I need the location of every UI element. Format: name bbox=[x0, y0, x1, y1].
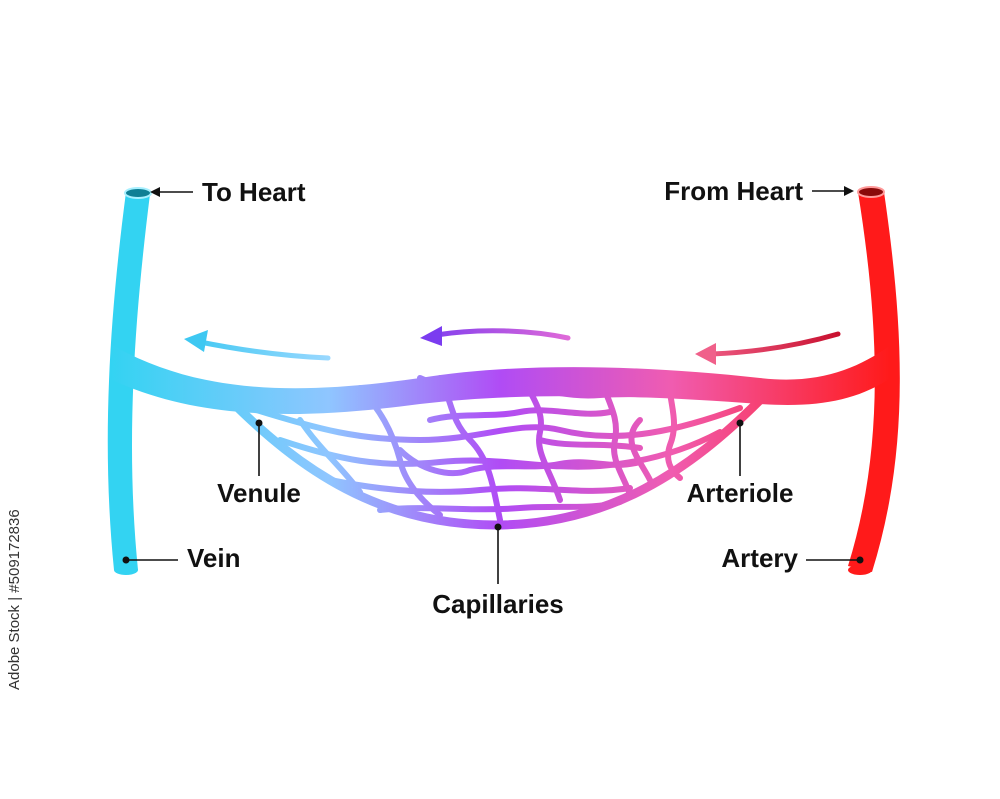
flow-arrow-left bbox=[184, 330, 331, 361]
artery-callout: Artery bbox=[721, 543, 864, 573]
vein-label: Vein bbox=[187, 543, 240, 573]
capillaries-label: Capillaries bbox=[432, 589, 564, 619]
from-heart-callout: From Heart bbox=[664, 176, 854, 206]
venule-callout: Venule bbox=[217, 419, 301, 508]
arteriole-callout: Arteriole bbox=[687, 419, 794, 508]
to-heart-callout: To Heart bbox=[150, 177, 306, 207]
capillary-bed bbox=[112, 342, 895, 530]
artery-opening bbox=[857, 186, 885, 198]
arteriole-label: Arteriole bbox=[687, 478, 794, 508]
artery-label: Artery bbox=[721, 543, 798, 573]
flow-arrow-right bbox=[695, 331, 841, 365]
to-heart-label: To Heart bbox=[202, 177, 306, 207]
artery-vessel bbox=[848, 186, 900, 575]
vein-opening bbox=[124, 187, 152, 199]
vein-callout: Vein bbox=[122, 543, 240, 573]
flow-arrow-middle bbox=[420, 326, 571, 346]
from-heart-label: From Heart bbox=[664, 176, 803, 206]
capillaries-callout: Capillaries bbox=[432, 523, 564, 619]
venule-label: Venule bbox=[217, 478, 301, 508]
stock-id-text: Adobe Stock | #509172836 bbox=[6, 509, 23, 690]
